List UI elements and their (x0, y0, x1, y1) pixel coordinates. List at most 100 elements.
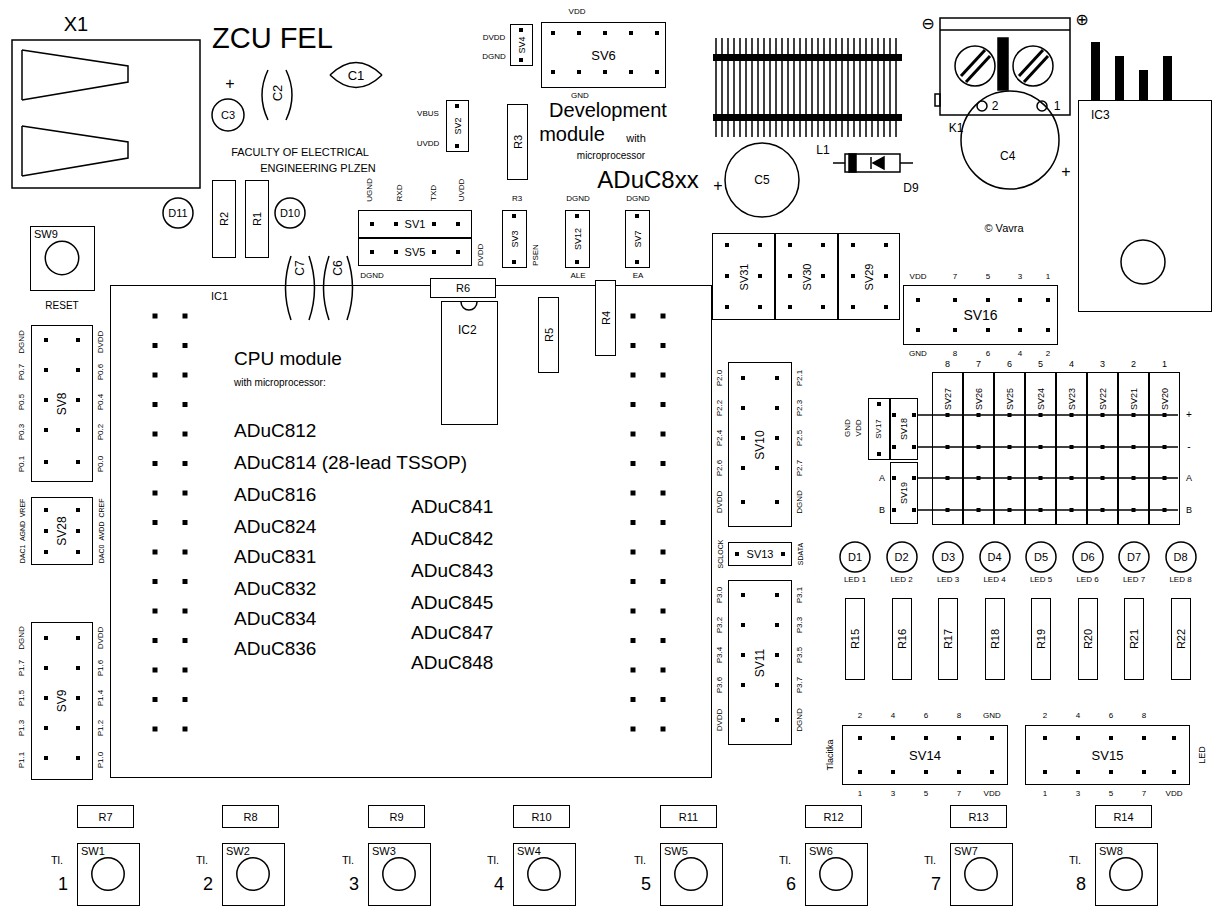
pin-header: SV11 (728, 580, 792, 745)
silkscreen-label: AVDD (98, 522, 105, 541)
resistor-outline: R4 (595, 280, 616, 356)
part-label: SV23 (1067, 388, 1076, 410)
pin-pad (519, 58, 523, 62)
part-label: R14 (1113, 811, 1133, 822)
pin-pad (76, 368, 80, 372)
pin-pad (957, 736, 961, 740)
silkscreen-label: 6 (924, 712, 928, 720)
pin-pad (153, 638, 158, 643)
silkscreen-label: EA (633, 272, 644, 280)
pin-pad (661, 373, 666, 378)
pin-pad (76, 696, 80, 700)
led-outline: D5 (1025, 541, 1057, 573)
pin-header: SV13 (728, 542, 792, 566)
pin-pad (635, 260, 639, 264)
part-label: SV8 (56, 392, 68, 415)
pin-pad (577, 31, 581, 35)
pin-pad (370, 250, 374, 254)
pin-pad (432, 250, 436, 254)
part-label: ADuC836 (234, 639, 316, 658)
silkscreen-label: 8 (957, 712, 961, 720)
part-label: SV3 (510, 230, 519, 247)
push-button: SW4 (513, 843, 576, 906)
pin-pad (1172, 736, 1176, 740)
pin-pad (661, 638, 666, 643)
pin-pad (1101, 508, 1105, 512)
part-label: SW8 (1099, 846, 1123, 857)
coil-winding (745, 38, 747, 137)
part-label: SV12 (573, 228, 582, 250)
led-outline: D2 (886, 541, 918, 573)
silkscreen-label: P0.4 (97, 394, 105, 410)
pin-pad (758, 274, 762, 278)
resistor-outline: R19 (1031, 598, 1051, 680)
silkscreen-label: DVDD (716, 491, 724, 514)
resistor-outline: R2 (212, 180, 236, 258)
pin-pad (153, 697, 158, 702)
part-label: C5 (754, 174, 769, 186)
pin-pad (924, 736, 928, 740)
part-label: SV6 (591, 49, 616, 62)
pin-pad (512, 260, 516, 264)
silkscreen-label: 7 (931, 875, 941, 893)
silkscreen-label: P3.3 (796, 617, 804, 633)
silkscreen-label: P2.7 (796, 460, 804, 476)
pin-pad (775, 466, 779, 470)
silkscreen-label: UVDD (458, 179, 466, 202)
silkscreen-label: 1 (1046, 273, 1050, 281)
pin-pad (551, 31, 555, 35)
pin-header: SV5 (358, 238, 472, 266)
silkscreen-label: P2.1 (796, 370, 804, 386)
silkscreen-label: P2.4 (716, 430, 724, 446)
pin-pad (183, 314, 188, 319)
pin-pad (1039, 445, 1043, 449)
pin-pad (821, 274, 825, 278)
silkscreen-label: VDD (855, 420, 863, 437)
pin-pad (655, 31, 659, 35)
coil-winding (721, 38, 723, 137)
pin-pad (891, 770, 895, 774)
coil-winding (889, 38, 891, 137)
button-cap (965, 858, 997, 890)
pin-pad (758, 243, 762, 247)
usb-connector (12, 40, 200, 188)
pin-header: SV2 (446, 100, 469, 152)
pin-pad (1109, 770, 1113, 774)
silkscreen-label: microprocessor (577, 151, 645, 161)
board-graphic (918, 509, 1178, 511)
pin-pad (661, 579, 666, 584)
silkscreen-label: Tl. (779, 855, 791, 866)
coil-winding (823, 38, 825, 137)
board-graphic (1019, 50, 1043, 76)
silkscreen-label: GND (844, 419, 852, 437)
pin-pad (775, 436, 779, 440)
part-label: with microprocessor: (234, 378, 326, 388)
part-label: R20 (1082, 629, 1093, 649)
silkscreen-label: P0.6 (97, 364, 105, 380)
part-label: SV27 (943, 388, 952, 410)
pin-pad (661, 697, 666, 702)
part-label: CPU module (234, 349, 342, 368)
pin-pad (44, 508, 48, 512)
board-graphic (324, 256, 330, 320)
silkscreen-label: LED 4 (983, 576, 1005, 584)
pin-pad (1076, 736, 1080, 740)
pin-pad (1076, 770, 1080, 774)
capacitor-outline: C5 (724, 142, 800, 218)
part-label: SV14 (909, 749, 941, 762)
silkscreen-label: VDD (1166, 790, 1183, 798)
pin-pad (183, 727, 188, 732)
button-cap (92, 858, 124, 890)
pin-pad (76, 666, 80, 670)
silkscreen-label: SDATA (797, 543, 804, 565)
button-cap (1110, 858, 1142, 890)
pin-pad (455, 144, 459, 148)
pin-pad (1046, 328, 1050, 332)
pin-pad (631, 638, 636, 643)
silkscreen-label: GND (983, 712, 1001, 720)
silkscreen-label: Development (549, 100, 667, 120)
silkscreen-label: ENGINEERING PLZEN (260, 163, 376, 174)
pin-pad (1101, 476, 1105, 480)
board-graphic (1121, 240, 1165, 284)
part-label: ADuC831 (234, 547, 316, 566)
